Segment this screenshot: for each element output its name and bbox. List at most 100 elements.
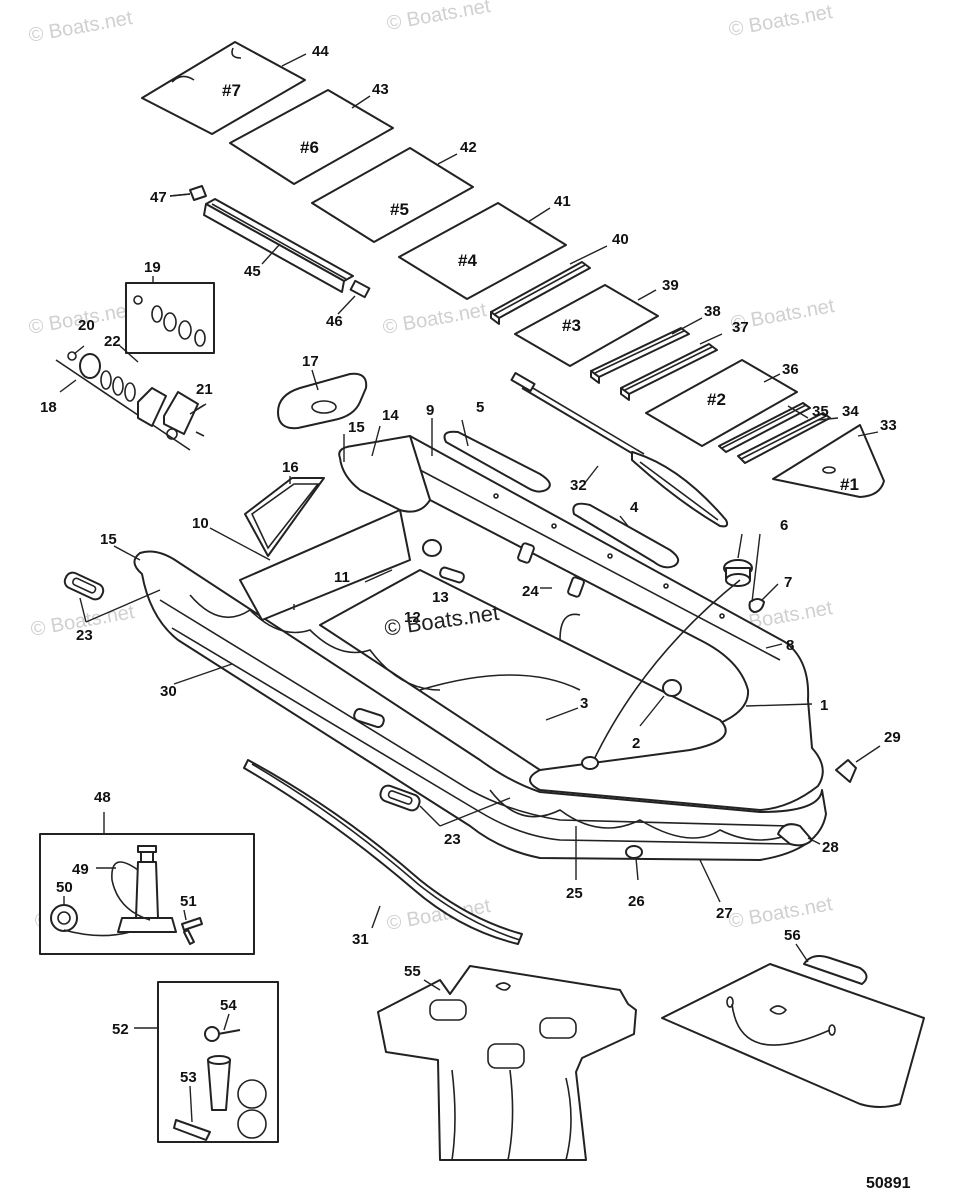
callout-38: 38 (704, 303, 721, 320)
callout-48: 48 (94, 789, 111, 806)
callout-26: 26 (628, 893, 645, 910)
floor-board-7: #7 (141, 41, 306, 135)
callout-37: 37 (732, 319, 749, 336)
valve-assembly (55, 351, 205, 451)
pump-kit-box (39, 833, 255, 955)
callout-40: 40 (612, 231, 629, 248)
callout-36: 36 (782, 361, 799, 378)
callout-9: 9 (426, 402, 434, 419)
callout-49: 49 (72, 861, 89, 878)
callout-8: 8 (786, 637, 794, 654)
keel-strip (243, 759, 523, 945)
inflation-valve (723, 559, 765, 613)
board-label-4: #4 (458, 251, 477, 270)
stringer-34 (737, 412, 831, 464)
callout-10: 10 (192, 515, 209, 532)
stringer-37 (620, 343, 718, 401)
callout-54: 54 (220, 997, 237, 1014)
callout-21: 21 (196, 381, 213, 398)
floor-board-5: #5 (311, 147, 474, 243)
repair-patch (277, 372, 368, 430)
watermark-faint: © Boats.net (727, 893, 834, 933)
callout-45: 45 (244, 263, 261, 280)
callout-44: 44 (312, 43, 329, 60)
board-label-7: #7 (222, 81, 241, 100)
callout-15-top: 15 (348, 419, 365, 436)
callout-3: 3 (580, 695, 588, 712)
board-label-1: #1 (840, 475, 859, 494)
board-label-5: #5 (390, 200, 409, 219)
leader-lines (59, 53, 881, 1123)
callout-55: 55 (404, 963, 421, 980)
watermark-faint: © Boats.net (727, 1, 834, 41)
callout-5: 5 (476, 399, 484, 416)
callout-19: 19 (144, 259, 161, 276)
callout-41: 41 (554, 193, 571, 210)
callout-53: 53 (180, 1069, 197, 1086)
callout-34: 34 (842, 403, 859, 420)
callout-2: 2 (632, 735, 640, 752)
callout-29: 29 (884, 729, 901, 746)
callout-23-lower: 23 (444, 831, 461, 848)
callout-22: 22 (104, 333, 121, 350)
callout-35: 35 (812, 403, 829, 420)
callout-30: 30 (160, 683, 177, 700)
seat-bench (169, 185, 371, 299)
callout-18: 18 (40, 399, 57, 416)
inflatable-boat-hull (133, 435, 857, 861)
callout-31: 31 (352, 931, 369, 948)
board-label-6: #6 (300, 138, 319, 157)
callout-39: 39 (662, 277, 679, 294)
callout-47: 47 (150, 189, 167, 206)
callout-42: 42 (460, 139, 477, 156)
carry-handle-left (63, 571, 105, 601)
callout-32: 32 (570, 477, 587, 494)
callout-numbers: 1 2 3 4 5 6 7 8 9 10 11 12 13 14 15 15 1… (40, 43, 901, 1086)
callout-25: 25 (566, 885, 583, 902)
floor-board-2: #2 (645, 359, 798, 447)
stringer-38 (590, 327, 690, 384)
callout-20: 20 (78, 317, 95, 334)
callout-7: 7 (784, 574, 792, 591)
callout-43: 43 (372, 81, 389, 98)
floor-board-4: #4 (398, 202, 567, 300)
callout-1: 1 (820, 697, 828, 714)
callout-52: 52 (112, 1021, 129, 1038)
watermark-faint: © Boats.net (385, 0, 492, 35)
oar (510, 372, 729, 528)
floor-board-1-bow: #1 (772, 424, 885, 498)
repair-kit-box (157, 981, 279, 1143)
board-label-2: #2 (707, 390, 726, 409)
callout-27: 27 (716, 905, 733, 922)
callout-4: 4 (630, 499, 639, 516)
callout-12: 12 (404, 609, 421, 626)
callout-46: 46 (326, 313, 343, 330)
callout-56: 56 (784, 927, 801, 944)
floor-board-6: #6 (229, 89, 394, 185)
callout-28: 28 (822, 839, 839, 856)
callout-6: 6 (780, 517, 788, 534)
callout-24: 24 (522, 583, 539, 600)
callout-14: 14 (382, 407, 399, 424)
stringer-35 (718, 402, 811, 453)
stringer-40 (490, 261, 591, 325)
floor-board-3: #3 (514, 284, 659, 367)
callout-16: 16 (282, 459, 299, 476)
watermark-faint: © Boats.net (381, 299, 488, 339)
callout-17: 17 (302, 353, 319, 370)
wear-strip-5 (443, 430, 551, 493)
callout-23-left: 23 (76, 627, 93, 644)
figure-number: 50891 (866, 1175, 911, 1192)
wear-strip-4 (572, 502, 680, 569)
board-label-3: #3 (562, 316, 581, 335)
transom-patch (244, 477, 325, 557)
valve-kit-box (125, 282, 215, 354)
boat-cover (377, 965, 637, 1161)
storage-bag (661, 955, 925, 1108)
watermark-faint: © Boats.net (27, 7, 134, 47)
callout-13: 13 (432, 589, 449, 606)
callout-15-left: 15 (100, 531, 117, 548)
callout-50: 50 (56, 879, 73, 896)
carry-handle-lower (379, 784, 421, 812)
